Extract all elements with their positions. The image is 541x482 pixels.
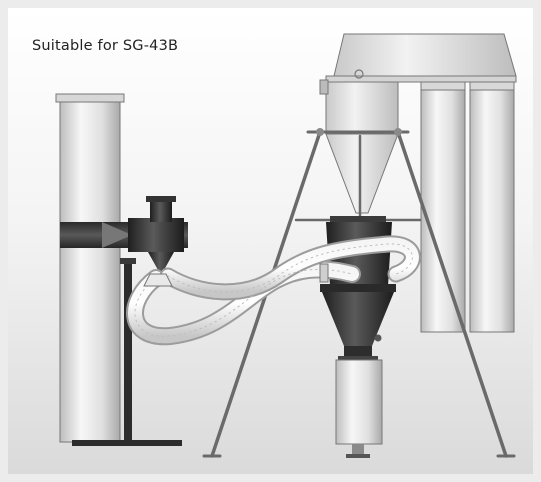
flexible-hose (126, 235, 421, 346)
cyclone-upper-hopper (319, 33, 517, 214)
filter-bags (420, 79, 515, 333)
diagram-caption: Suitable for SG-43B (32, 38, 179, 54)
vertical-silo (55, 93, 182, 446)
separator-inlet-ducting (60, 196, 188, 446)
collection-drum (335, 356, 383, 458)
separator-assembly-illustration (55, 33, 517, 458)
